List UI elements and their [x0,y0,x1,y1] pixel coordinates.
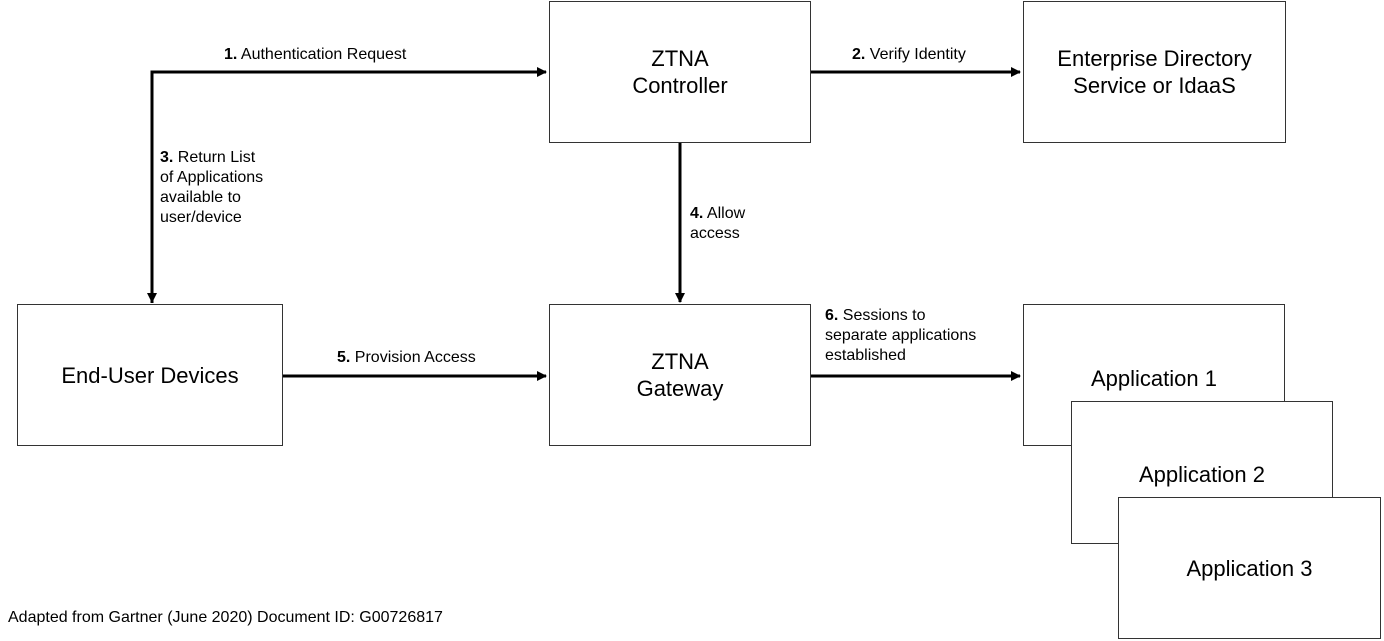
node-label: ZTNA Gateway [636,349,724,401]
step-text: Allow access [690,205,746,242]
step-number: 4. [690,205,704,222]
enterprise-directory-node: Enterprise Directory Service or IdaaS [1023,1,1286,143]
end-user-devices-node: End-User Devices [17,304,283,446]
step-text: Return List of Applications available to… [160,149,264,226]
step-number: 6. [825,307,839,324]
edge-label-allow-access: 4. Allow access [690,204,745,244]
edge-label-return-list: 3. Return List of Applications available… [160,148,263,228]
step-number: 3. [160,149,174,166]
node-label: Application 1 [1091,366,1217,391]
ztna-gateway-node: ZTNA Gateway [549,304,811,446]
ztna-controller-node: ZTNA Controller [549,1,811,143]
edge-label-verify-identity: 2. Verify Identity [852,45,966,65]
step-number: 5. [337,349,351,366]
node-label: Enterprise Directory Service or IdaaS [1057,46,1252,98]
step-text: Verify Identity [869,46,966,63]
edge-label-auth-request: 1. Authentication Request [224,45,406,65]
step-text: Sessions to separate applications establ… [825,307,977,364]
edge-label-sessions: 6. Sessions to separate applications est… [825,306,976,366]
step-text: Provision Access [354,349,476,366]
node-label: ZTNA Controller [632,46,728,98]
step-text: Authentication Request [240,46,407,63]
step-number: 1. [224,46,238,63]
source-footnote: Adapted from Gartner (June 2020) Documen… [8,609,443,626]
step-number: 2. [852,46,866,63]
edge-label-provision-access: 5. Provision Access [337,348,476,368]
node-label: Application 2 [1139,462,1265,487]
application-3-node: Application 3 [1118,497,1381,639]
node-label: Application 3 [1186,556,1313,581]
node-label: End-User Devices [61,362,239,388]
